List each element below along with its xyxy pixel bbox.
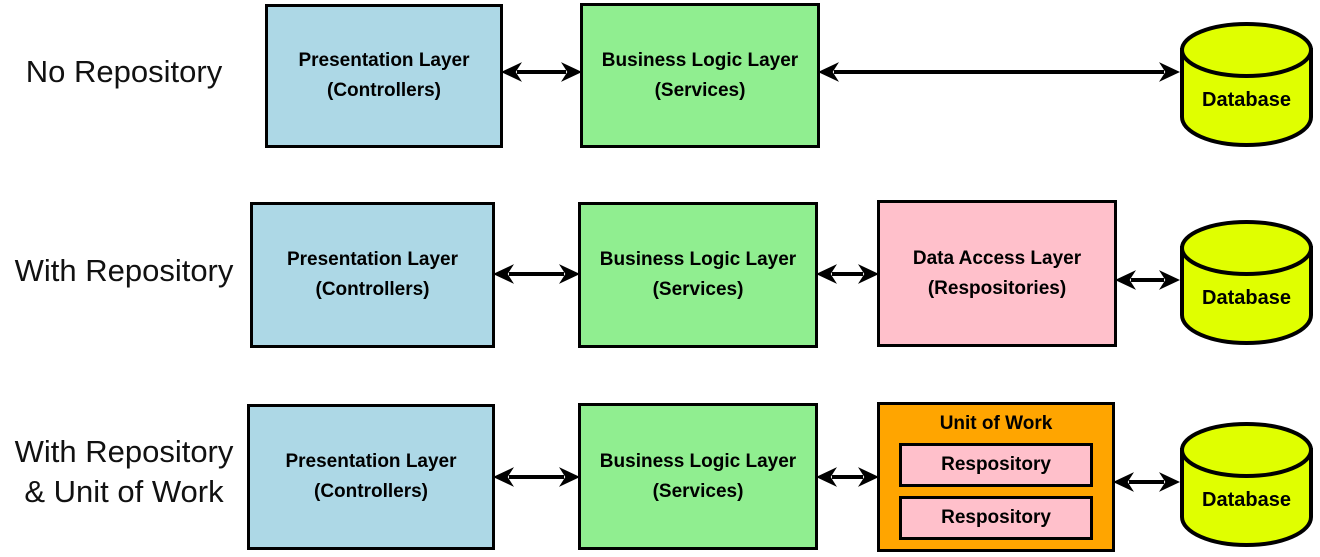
unit-of-work-box: Unit of Work Respository Respository (877, 402, 1115, 552)
presentation-layer-title: Presentation Layer (298, 50, 470, 71)
database-cylinder-shape (1180, 22, 1313, 147)
row-label-line2: & Unit of Work (24, 474, 224, 509)
bidirectional-arrow-icon (816, 262, 879, 286)
arrow-shaft (1131, 278, 1164, 282)
row-label-line1: No Repository (25, 54, 223, 89)
business-logic-layer-subtitle: (Services) (654, 79, 746, 101)
data-access-layer-box: Data Access Layer (Respositories) (877, 200, 1117, 347)
database-top-ellipse (1180, 220, 1313, 276)
presentation-layer-subtitle: (Controllers) (327, 80, 441, 101)
row-label-with-repository: With Repository (0, 251, 248, 291)
business-logic-layer-title: Business Logic Layer (599, 249, 797, 270)
business-logic-layer-subtitle: (Services) (652, 480, 744, 502)
row-label-line1: With Repository (14, 253, 234, 288)
database-label: Database (1202, 489, 1291, 511)
database-label: Database (1202, 287, 1291, 309)
bidirectional-arrow-icon (493, 262, 580, 286)
row-label-with-repository-uow: With Repository & Unit of Work (0, 432, 248, 512)
database-cylinder-icon: Database (1178, 417, 1315, 553)
repository-box-2: Respository (899, 496, 1093, 540)
repository-label: Respository (941, 507, 1051, 528)
arrow-shaft (832, 475, 863, 479)
database-cylinder-shape (1180, 220, 1313, 345)
row-label-line1: With Repository (14, 434, 234, 469)
bidirectional-arrow-icon (1113, 470, 1180, 494)
presentation-layer-box-row1: Presentation Layer (Controllers) (265, 4, 503, 148)
repository-label: Respository (941, 454, 1051, 475)
business-logic-layer-subtitle: (Services) (652, 279, 744, 300)
business-logic-layer-box-row2: Business Logic Layer (Services) (578, 202, 818, 348)
business-logic-layer-box-row3: Business Logic Layer (Services) (578, 403, 818, 550)
data-access-layer-title: Data Access Layer (912, 247, 1082, 269)
database-top-ellipse (1180, 422, 1313, 478)
presentation-layer-box-row3: Presentation Layer (Controllers) (247, 404, 495, 550)
arrow-shaft (509, 475, 564, 479)
presentation-layer-box-row2: Presentation Layer (Controllers) (250, 202, 495, 348)
arrow-shaft (834, 70, 1164, 74)
bidirectional-arrow-icon (818, 60, 1180, 84)
row-label-no-repository: No Repository (0, 52, 248, 92)
bidirectional-arrow-icon (816, 465, 879, 489)
database-label: Database (1202, 89, 1291, 111)
arrow-shaft (517, 70, 566, 74)
business-logic-layer-box-row1: Business Logic Layer (Services) (580, 3, 820, 148)
presentation-layer-title: Presentation Layer (285, 451, 457, 472)
data-access-layer-subtitle: (Respositories) (927, 277, 1067, 299)
bidirectional-arrow-icon (501, 60, 582, 84)
presentation-layer-subtitle: (Controllers) (314, 481, 428, 502)
bidirectional-arrow-icon (1115, 268, 1180, 292)
presentation-layer-subtitle: (Controllers) (315, 279, 430, 300)
database-cylinder-icon: Database (1178, 17, 1315, 153)
arrow-shaft (1129, 480, 1164, 484)
presentation-layer-title: Presentation Layer (286, 249, 459, 270)
database-cylinder-icon: Database (1178, 215, 1315, 351)
arrow-shaft (509, 272, 564, 276)
arrow-shaft (832, 272, 863, 276)
unit-of-work-title: Unit of Work (939, 413, 1053, 434)
business-logic-layer-title: Business Logic Layer (601, 49, 799, 71)
bidirectional-arrow-icon (493, 465, 580, 489)
database-cylinder-shape (1180, 422, 1313, 547)
database-top-ellipse (1180, 22, 1313, 78)
business-logic-layer-title: Business Logic Layer (599, 450, 797, 472)
repository-box-1: Respository (899, 443, 1093, 487)
